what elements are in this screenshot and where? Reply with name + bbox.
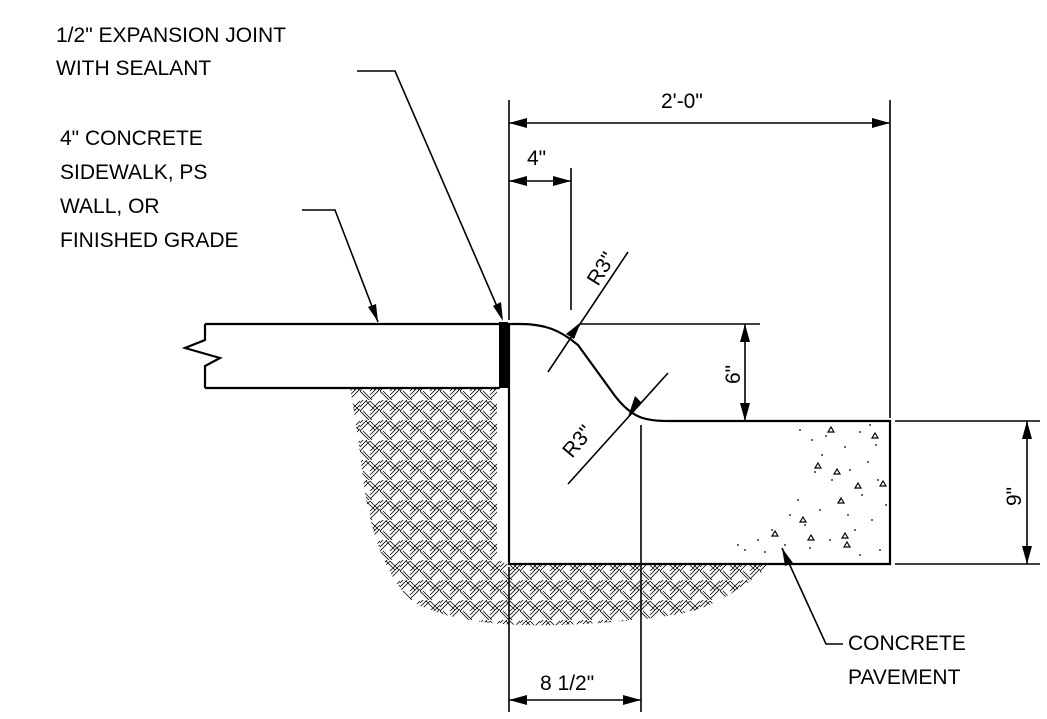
expansion-joint-leader xyxy=(357,70,503,321)
sidewalk-label-line3: WALL, OR xyxy=(60,195,160,218)
dimension-curb-height-label: 6" xyxy=(722,365,745,384)
pavement-label-line2: PAVEMENT xyxy=(848,666,961,689)
bottom-radius-label: R3" xyxy=(558,421,598,462)
pavement-stipple xyxy=(737,424,887,556)
sidewalk-label-line2: SIDEWALK, PS xyxy=(60,161,207,184)
dimension-overall-width-label: 2'-0" xyxy=(661,90,703,113)
bottom-radius-leader xyxy=(567,372,669,485)
dimension-pavement-depth-label: 9" xyxy=(1003,487,1026,506)
sidewalk-label-line1: 4" CONCRETE xyxy=(60,127,203,150)
sidewalk-leader xyxy=(302,209,379,323)
top-radius-leader xyxy=(547,251,629,373)
dimension-pavement-depth xyxy=(895,420,1040,565)
expansion-joint xyxy=(499,322,508,388)
dimension-base-width xyxy=(508,425,642,712)
dimension-curb-height xyxy=(580,323,760,421)
pavement-leader xyxy=(781,547,843,645)
dimension-top-offset-label: 4" xyxy=(527,147,546,170)
dimension-base-width-label: 8 1/2" xyxy=(540,672,594,695)
pavement-label-line1: CONCRETE xyxy=(848,632,966,655)
dimension-top-offset xyxy=(509,168,572,310)
expansion-joint-label-line1: 1/2" EXPANSION JOINT xyxy=(56,24,286,47)
subgrade-hatch xyxy=(350,388,770,626)
top-radius-label: R3" xyxy=(583,248,621,289)
expansion-joint-label-line2: WITH SEALANT xyxy=(56,57,211,80)
sidewalk-label-line4: FINISHED GRADE xyxy=(60,229,239,252)
pavement-aggregate xyxy=(770,425,888,548)
dimension-overall-width xyxy=(508,100,891,418)
curb-outline xyxy=(507,322,892,566)
sidewalk-slab xyxy=(181,322,500,390)
